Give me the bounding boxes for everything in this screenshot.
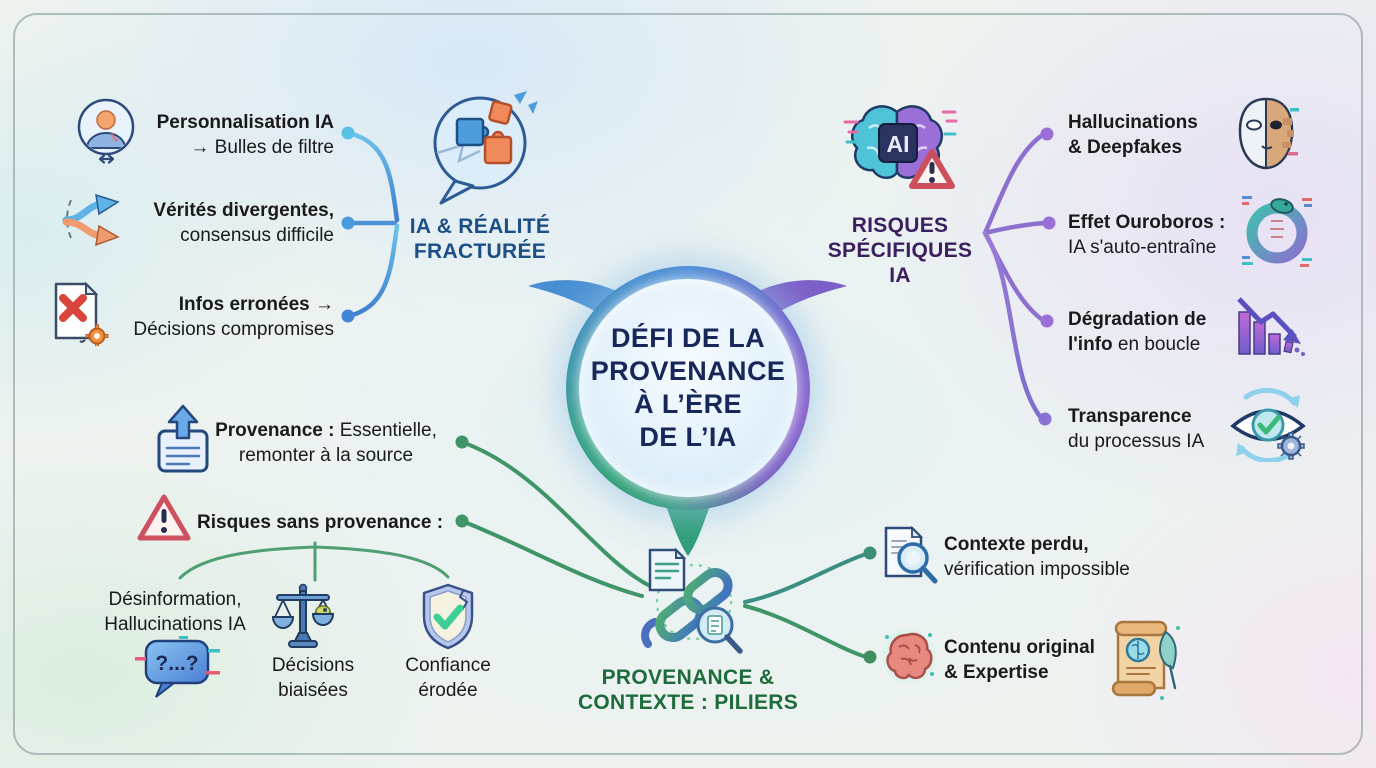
item-verites-divergentes: Vérités divergentes, consensus difficile bbox=[153, 200, 334, 246]
svg-text:?...?: ?...? bbox=[155, 652, 198, 675]
item-provenance-essentielle: Provenance : Essentielle, remonter à la … bbox=[215, 420, 437, 466]
risques-sans-provenance-bracket bbox=[178, 541, 450, 582]
doc-magnifier-icon bbox=[882, 525, 938, 589]
subitem-desinformation: Désinformation, Hallucinations IA bbox=[104, 589, 246, 635]
item-personnalisation: Personnalisation IA → Bulles de filtre bbox=[156, 112, 334, 158]
brain-icon bbox=[880, 626, 938, 691]
ouroboros-icon bbox=[1240, 190, 1314, 277]
item-degradation-info: Dégradation de l'info en boucle bbox=[1068, 309, 1207, 355]
declining-chart-icon bbox=[1235, 294, 1311, 365]
item-effet-ouroboros: Effet Ouroboros : IA s'auto-entraîne bbox=[1068, 212, 1226, 258]
fractured-branch-connectors bbox=[341, 126, 400, 323]
user-filter-bubble-icon bbox=[72, 96, 142, 173]
label-risques-specifiques-ia: RISQUES SPÉCIFIQUES IA bbox=[827, 214, 973, 287]
center-node: DÉFI DE LA PROVENANCE À L’ÈRE DE L’IA bbox=[579, 279, 797, 497]
item-contexte-perdu: Contexte perdu, vérification impossible bbox=[944, 534, 1130, 580]
eroded-shield-icon bbox=[418, 583, 478, 656]
subitem-decisions-biaisees: Décisions biaisées bbox=[271, 655, 355, 701]
item-hallucinations-deepfakes: Hallucinations & Deepfakes bbox=[1068, 112, 1198, 158]
scroll-feather-icon bbox=[1104, 618, 1184, 709]
item-infos-erronees: Infos erronées → Décisions compromises bbox=[133, 294, 334, 340]
provenance-left-connectors bbox=[455, 435, 652, 598]
provenance-right-connectors bbox=[743, 546, 877, 664]
upload-source-icon bbox=[150, 404, 216, 479]
half-mask-deepfake-icon bbox=[1233, 96, 1299, 177]
fractured-speech-puzzle-icon bbox=[424, 90, 538, 213]
glitch-chat-icon: ?...? bbox=[135, 636, 221, 705]
warning-triangle-icon bbox=[136, 492, 192, 549]
diverging-arrows-icon bbox=[62, 190, 128, 253]
item-risques-sans-provenance: Risques sans provenance : bbox=[197, 512, 444, 533]
center-title: DÉFI DE LA PROVENANCE À L’ÈRE DE L’IA bbox=[590, 323, 786, 452]
error-document-icon bbox=[50, 280, 112, 351]
label-provenance-contexte-piliers: PROVENANCE & CONTEXTE : PILIERS bbox=[577, 666, 799, 714]
svg-text:AI: AI bbox=[887, 131, 910, 157]
ai-brain-warning-icon: AI bbox=[843, 94, 961, 211]
center-node-ring: DÉFI DE LA PROVENANCE À L’ÈRE DE L’IA bbox=[566, 266, 810, 510]
item-transparence: Transparence du processus IA bbox=[1068, 406, 1205, 452]
biased-scales-icon bbox=[271, 583, 335, 658]
label-ia-realite-fracturee: IA & RÉALITÉ FRACTURÉE bbox=[409, 215, 551, 263]
eye-process-icon bbox=[1228, 387, 1310, 467]
subitem-confiance-erodee: Confiance érodée bbox=[405, 655, 491, 701]
chain-provenance-icon bbox=[630, 542, 750, 663]
risques-branch-connectors bbox=[982, 127, 1056, 426]
item-contenu-original: Contenu original & Expertise bbox=[944, 637, 1095, 683]
